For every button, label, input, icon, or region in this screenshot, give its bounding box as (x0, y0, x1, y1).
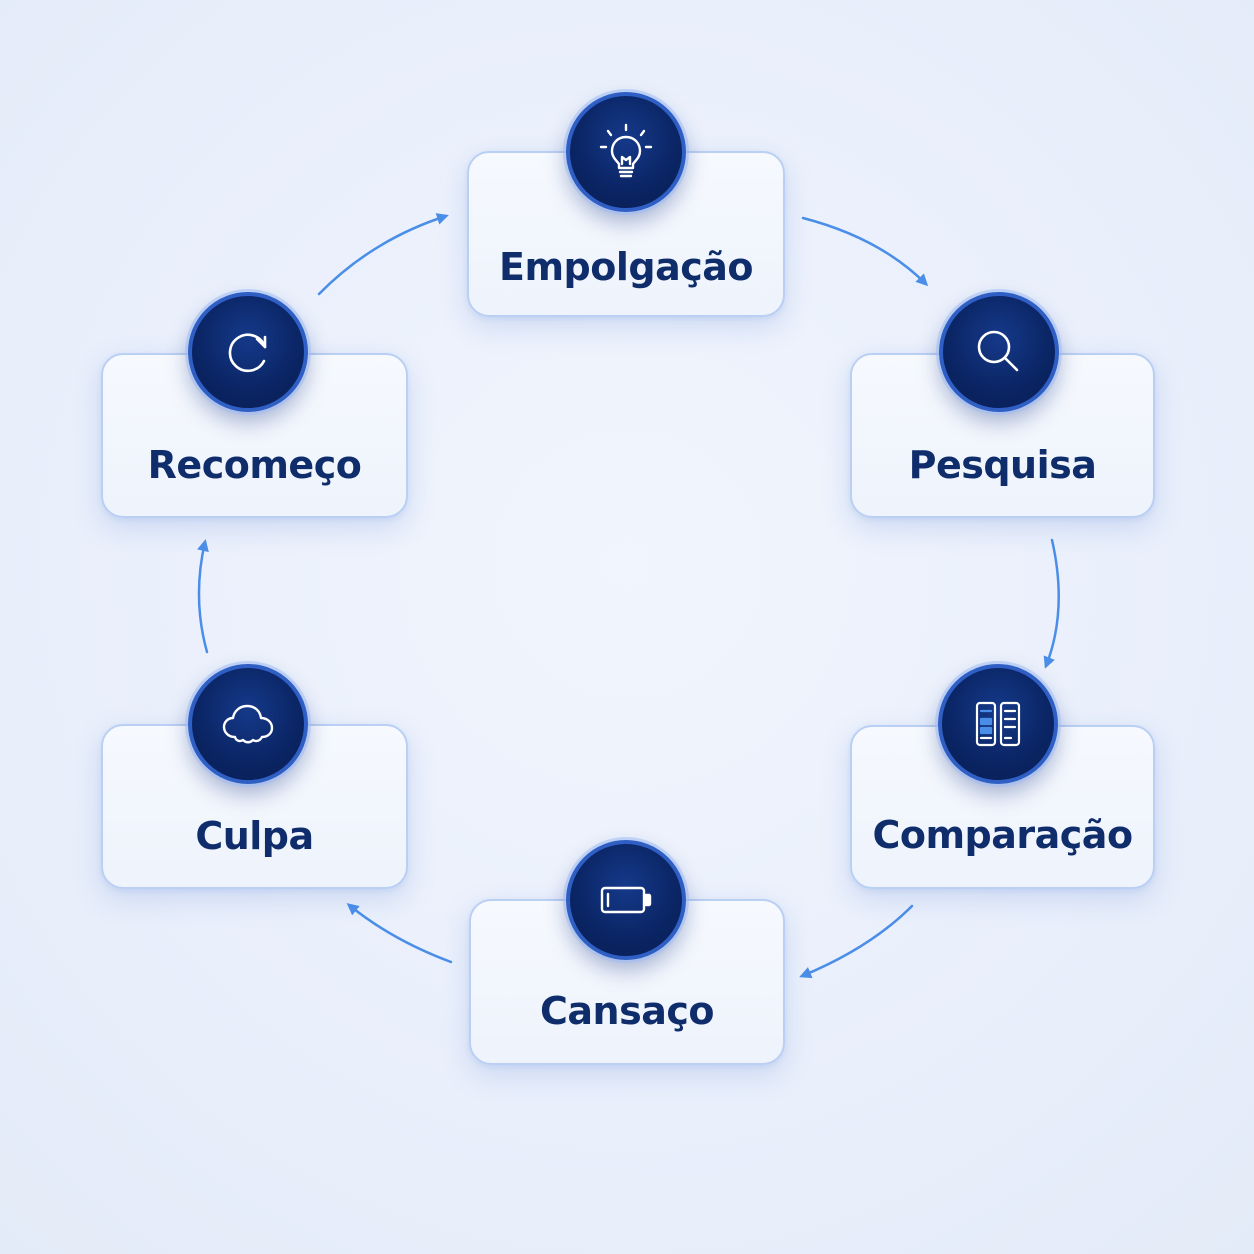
step-label: Empolgação (498, 245, 754, 289)
arrow-culpa-to-recomeco (197, 539, 209, 654)
arrow-cansaco-to-culpa (346, 903, 453, 964)
step-badge-pesquisa (939, 292, 1059, 412)
step-label: Recomeço (147, 443, 362, 487)
arrow-empolgacao-to-pesquisa (801, 216, 929, 287)
arrow-recomeco-to-empolgacao (317, 213, 449, 296)
step-card-empolgacao: Empolgação (467, 151, 785, 317)
arrow-pesquisa-to-comparacao (1043, 538, 1060, 669)
step-badge-recomeco (188, 292, 308, 412)
step-badge-empolgacao (566, 92, 686, 212)
cloud-icon (222, 704, 274, 744)
search-icon (977, 330, 1019, 372)
step-badge-comparacao (938, 664, 1058, 784)
step-label: Culpa (195, 814, 314, 858)
step-label: Pesquisa (908, 443, 1097, 487)
step-label: Comparação (872, 813, 1133, 857)
lightbulb-icon (599, 123, 653, 178)
step-label: Cansaço (540, 989, 714, 1033)
compare-documents-icon (975, 701, 1021, 747)
step-badge-culpa (188, 664, 308, 784)
step-card-cansaco: Cansaço (469, 899, 785, 1065)
arrow-comparacao-to-cansaco (799, 904, 914, 979)
low-battery-icon (600, 886, 652, 914)
step-badge-cansaco (566, 840, 686, 960)
refresh-icon (228, 333, 267, 373)
